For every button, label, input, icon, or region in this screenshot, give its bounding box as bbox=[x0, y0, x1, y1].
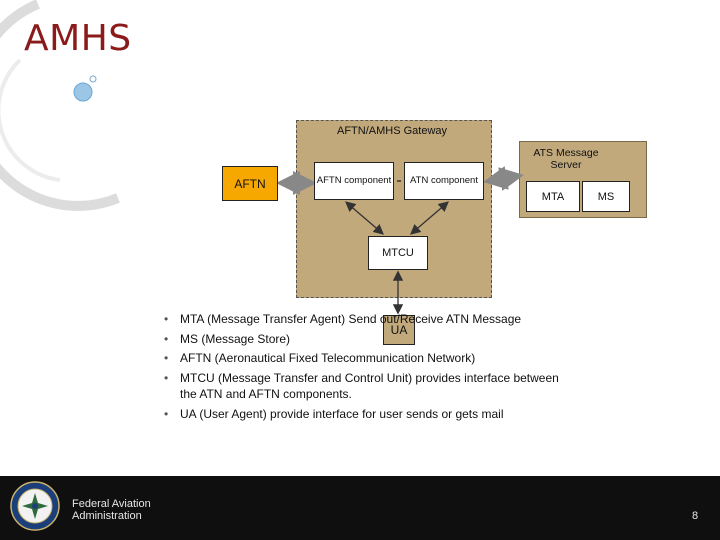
bullet-item: MTA (Message Transfer Agent) Send out/Re… bbox=[160, 311, 560, 328]
organization-name: Federal Aviation Administration bbox=[72, 498, 151, 522]
bullet-item: MS (Message Store) bbox=[160, 331, 560, 348]
slide-title: AMHS bbox=[24, 18, 132, 59]
aftn-node: AFTN bbox=[222, 166, 278, 201]
faa-seal-icon bbox=[10, 481, 60, 531]
connector-atn-component-to-server bbox=[483, 166, 524, 191]
page-number: 8 bbox=[692, 510, 699, 522]
server-label: ATS Message Server bbox=[533, 147, 599, 171]
aftn-component-box: AFTN component bbox=[314, 162, 394, 200]
connector-atn-component-to-mtcu bbox=[410, 201, 449, 235]
mtcu-box: MTCU bbox=[368, 236, 428, 270]
bullet-item: UA (User Agent) provide interface for us… bbox=[160, 406, 560, 423]
gateway-title: AFTN/AMHS Gateway bbox=[336, 125, 448, 137]
bullet-item: AFTN (Aeronautical Fixed Telecommunicati… bbox=[160, 350, 560, 367]
bullet-item: MTCU (Message Transfer and Control Unit)… bbox=[160, 370, 560, 403]
bullet-list: MTA (Message Transfer Agent) Send out/Re… bbox=[160, 311, 560, 425]
connector-aftn-component-to-mtcu bbox=[345, 201, 384, 235]
decorative-arcs bbox=[0, 0, 120, 211]
ms-box: MS bbox=[582, 181, 630, 212]
mta-box: MTA bbox=[526, 181, 580, 212]
atn-component-box: ATN component bbox=[404, 162, 484, 200]
footer-bar bbox=[0, 476, 720, 540]
